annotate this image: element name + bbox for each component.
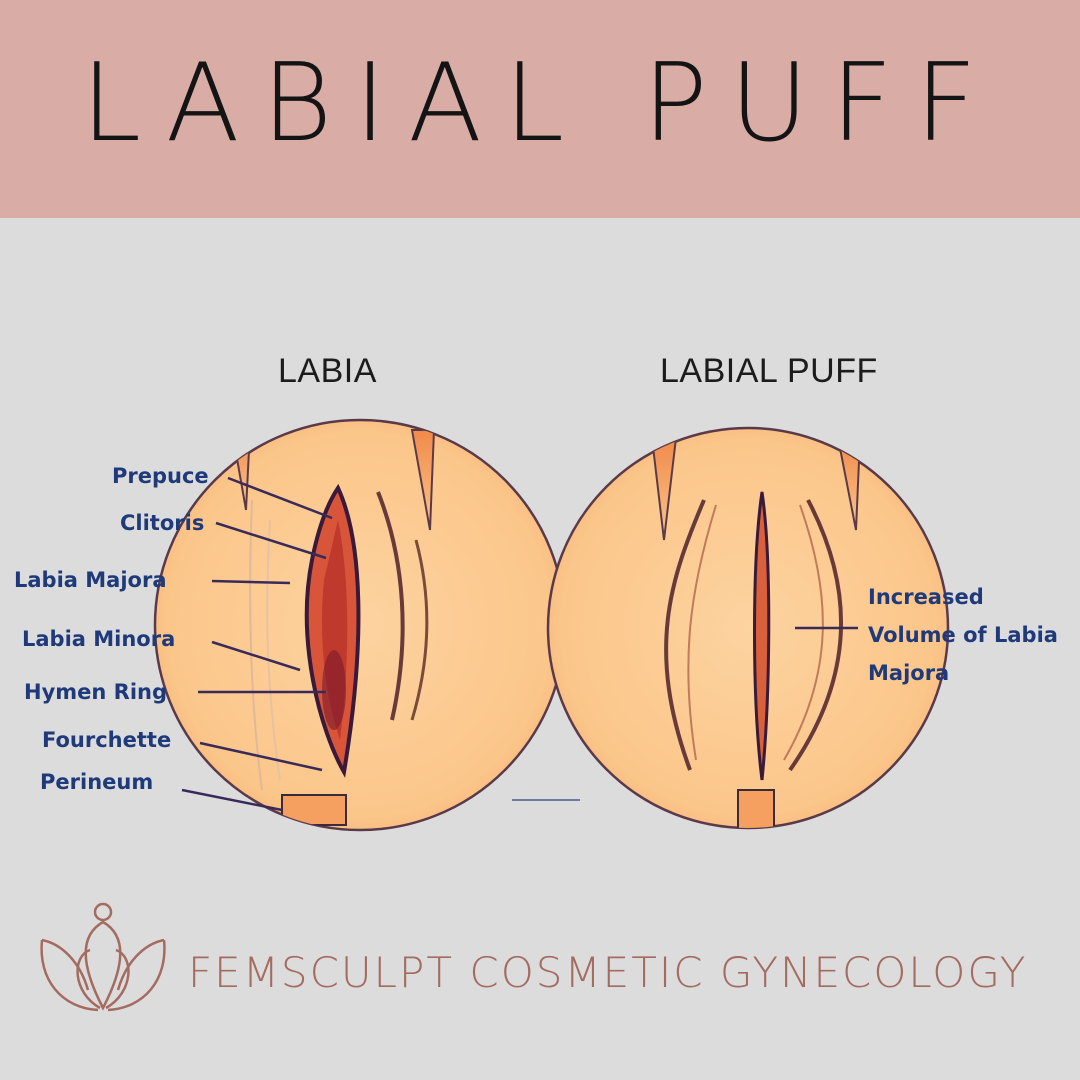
page-title: LABIAL PUFF <box>81 41 999 166</box>
label-prepuce: Prepuce <box>112 464 209 488</box>
header-band <box>0 0 1080 218</box>
lotus-figure-icon <box>40 902 166 1012</box>
label-increased-volume: Increased Volume of Labia Majora <box>868 585 1058 685</box>
labial-puff-diagram-circle <box>546 426 950 830</box>
label-labia-minora: Labia Minora <box>22 627 176 651</box>
label-perineum: Perineum <box>40 770 154 794</box>
label-clitoris: Clitoris <box>120 511 205 535</box>
labia-diagram-circle <box>153 418 567 832</box>
panel-heading-labial-puff: LABIAL PUFF <box>660 352 878 390</box>
label-labia-majora: Labia Majora <box>14 568 167 592</box>
label-fourchette: Fourchette <box>42 728 172 752</box>
label-hymen-ring: Hymen Ring <box>24 680 168 704</box>
panel-heading-labia: LABIA <box>278 352 377 390</box>
brand-name: FEMSCULPT COSMETIC GYNECOLOGY <box>188 948 1028 997</box>
